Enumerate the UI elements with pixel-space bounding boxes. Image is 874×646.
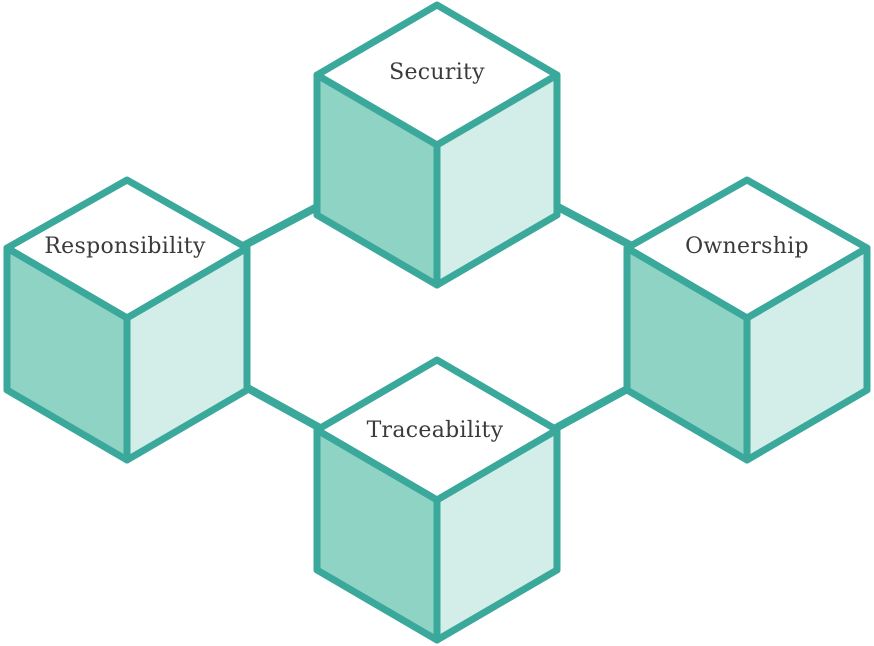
cube-security: Security [313,1,561,289]
cube-label-responsibility: Responsibility [44,234,206,259]
cube-right-face [743,244,871,464]
cube-ownership: Ownership [623,176,871,464]
cube-right-face [123,244,251,464]
cube-right-face [433,71,561,289]
cube-traceability: Traceability [313,356,561,644]
cube-label-traceability: Traceability [367,418,504,443]
cube-label-ownership: Ownership [685,234,809,259]
cube-responsibility: Responsibility [3,176,251,464]
cube-right-face [433,426,561,644]
cube-label-security: Security [389,60,485,85]
